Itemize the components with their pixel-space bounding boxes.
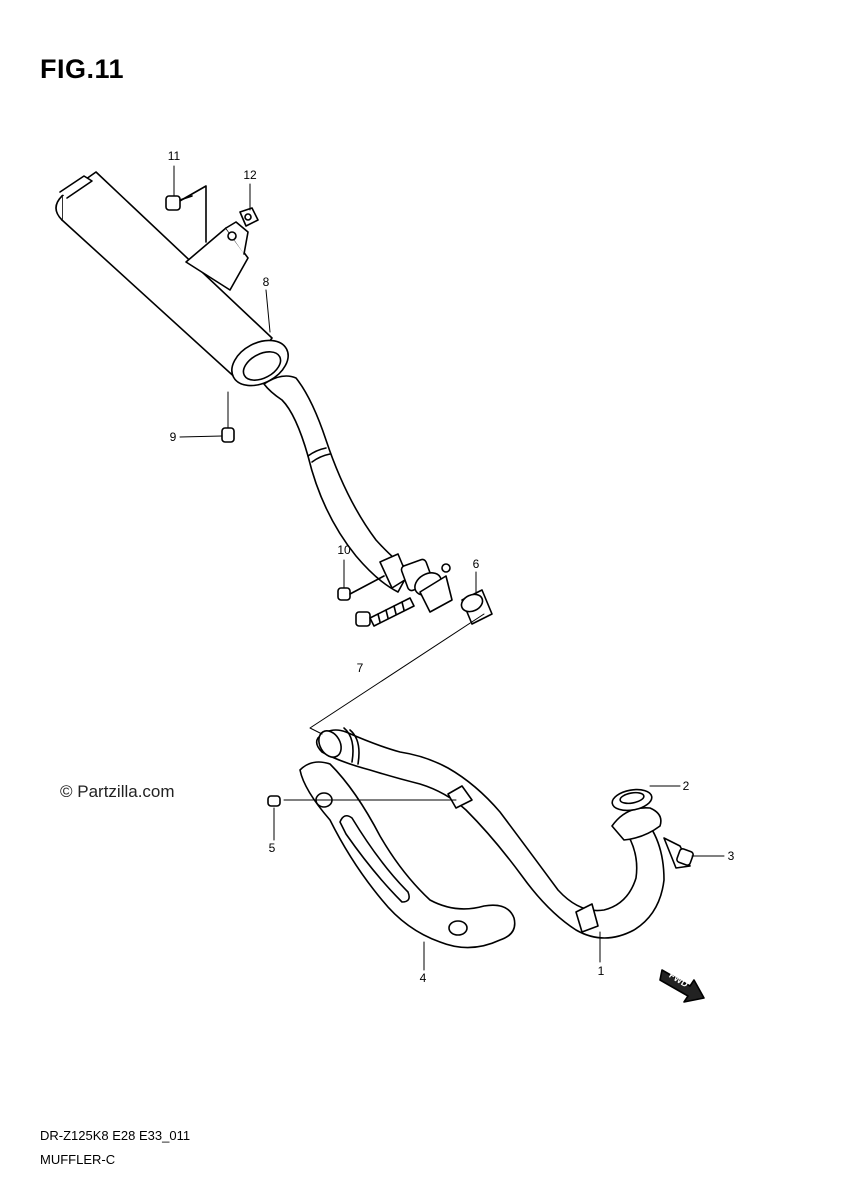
- callout-6: 6: [472, 557, 480, 571]
- small-fasteners-drawing: [165, 195, 259, 443]
- shield-screw-drawing: [267, 795, 281, 807]
- callout-5: 5: [268, 841, 276, 855]
- callout-2: 2: [682, 779, 690, 793]
- connector-gasket-drawing: [460, 589, 493, 625]
- muffler-pipe-drawing: [263, 375, 453, 613]
- fwd-arrow-icon: [659, 969, 705, 1003]
- exhaust-pipe-drawing: [315, 727, 665, 939]
- callout-7: 7: [356, 661, 364, 675]
- callout-12: 12: [243, 168, 257, 182]
- callout-10: 10: [337, 543, 351, 557]
- callout-9: 9: [169, 430, 177, 444]
- figure-title: FIG.11: [40, 54, 125, 84]
- heat-shield-drawing: [299, 761, 516, 949]
- callout-11: 11: [167, 149, 181, 163]
- callout-1: 1: [597, 964, 605, 978]
- partzilla-watermark: © Partzilla.com: [60, 782, 175, 801]
- callout-4: 4: [419, 971, 427, 985]
- callout-8: 8: [262, 275, 270, 289]
- flange-bolt-drawing: [663, 837, 694, 869]
- leader-lines: [173, 165, 725, 971]
- muffler-drawing: [55, 171, 289, 387]
- section-name: MUFFLER-C: [40, 1152, 116, 1167]
- callout-3: 3: [727, 849, 735, 863]
- model-code: DR-Z125K8 E28 E33_011: [40, 1128, 191, 1143]
- clamp-bolts-drawing: [337, 575, 415, 627]
